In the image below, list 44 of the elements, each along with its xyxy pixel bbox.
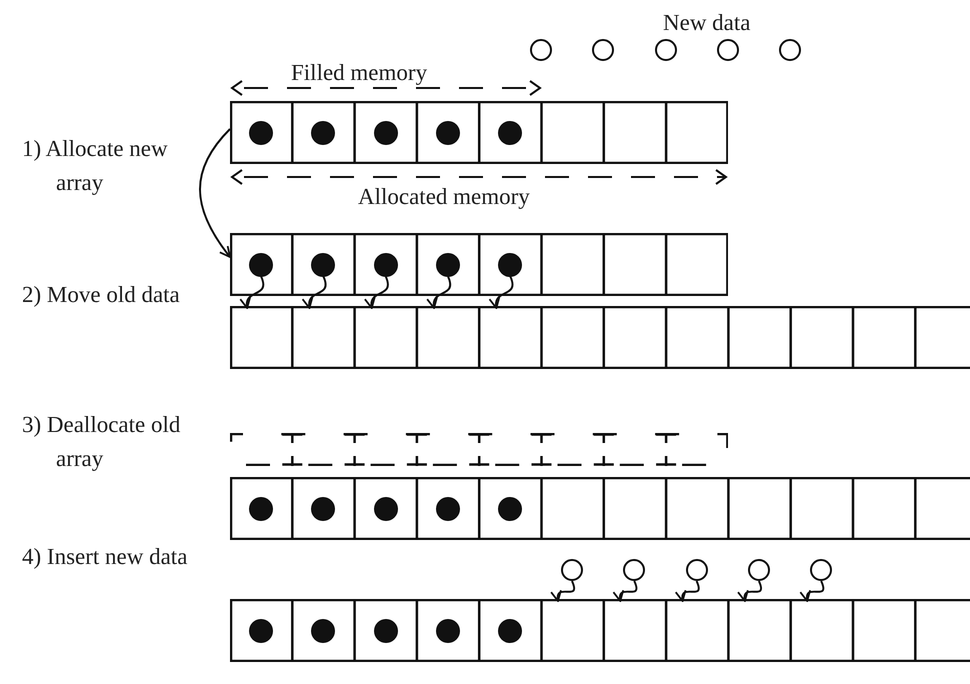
data-dot [374,252,398,276]
memory-array [230,101,728,164]
new-data-circle [716,39,739,61]
data-dot [498,252,522,276]
data-dot [374,120,398,144]
data-dot [311,252,336,276]
data-dot [249,618,274,642]
deallocated-array [230,433,728,466]
new-data-circle [530,39,552,61]
memory-array [230,306,970,369]
data-dot [436,252,460,276]
data-dot [436,120,460,144]
dimension-label: Filled memory [291,59,428,87]
data-dot [311,618,336,642]
new-data-circle [654,39,677,61]
data-dot [249,496,274,520]
memory-array [230,599,970,662]
data-dot [374,618,398,642]
data-dot [311,496,336,520]
memory-array [230,233,728,296]
new-data-circle [592,39,614,61]
group-label: New data [663,9,750,37]
step-label: 3) Deallocate old array [22,411,182,473]
new-data-circle [561,559,583,581]
arrow [199,128,231,258]
new-data-circle [810,559,832,581]
dimension-label: Allocated memory [358,183,530,211]
step-label: 2) Move old data [22,281,181,309]
data-dot [498,496,522,520]
data-dot [249,252,274,276]
step-label: 4) Insert new data [22,543,188,571]
data-dot [498,618,522,642]
new-data-circle [779,39,802,61]
new-data-circle [686,559,708,581]
data-dot [311,120,336,144]
data-dot [374,496,398,520]
data-dot [436,496,460,520]
memory-array [230,477,970,540]
new-data-circle [623,559,646,581]
step-label: 1) Allocate new array [22,135,169,197]
data-dot [249,120,274,144]
new-data-circle [748,559,770,581]
data-dot [436,618,460,642]
data-dot [498,120,522,144]
